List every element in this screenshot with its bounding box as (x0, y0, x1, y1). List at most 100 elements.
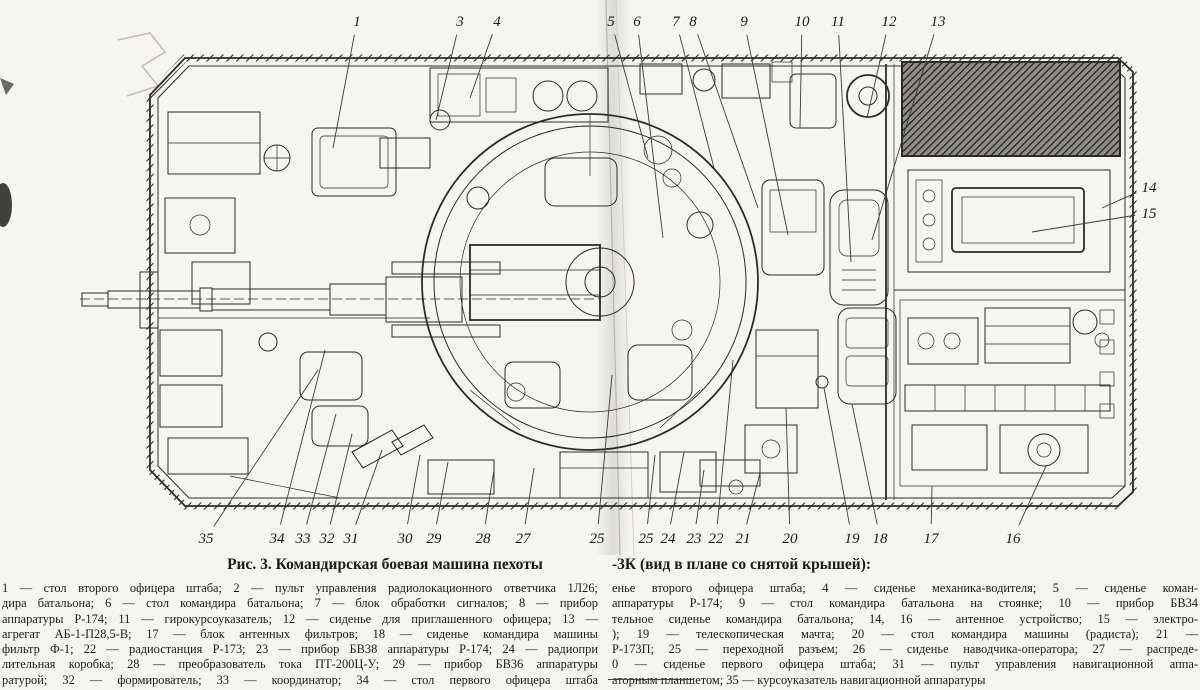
leader-line (469, 34, 493, 99)
callout-number-6: 6 (633, 14, 641, 30)
leader-line (524, 467, 535, 525)
top-wall-equipment (429, 61, 837, 165)
callout-number-35: 35 (198, 531, 215, 547)
legend-line: лительная коробка; 28 — преобразователь … (2, 657, 598, 672)
callout-number-22: 22 (709, 531, 725, 547)
gun-breech (385, 276, 463, 323)
callout-number-34: 34 (269, 531, 286, 547)
leader-line (866, 34, 887, 119)
leader-line (647, 454, 656, 525)
battalion-commander-table (761, 179, 825, 276)
legend-line: аппаратуры Р-174; 9 — стол командира бат… (612, 596, 1198, 611)
callout-number-17: 17 (924, 531, 941, 547)
leader-line (695, 469, 705, 525)
gun-mount (469, 244, 601, 321)
legend-line: аторным планшетом; 35 — курсоуказатель н… (612, 672, 986, 687)
leader-line (597, 374, 613, 525)
callout-number-1: 1 (353, 14, 361, 30)
callout-number-10: 10 (795, 14, 811, 30)
leader-line (670, 451, 685, 525)
callout-number-28: 28 (476, 531, 492, 547)
turret-ring (421, 113, 759, 451)
gun-muzzle (81, 292, 109, 307)
leader-line (435, 34, 458, 121)
figure-caption: Рис. 3. Командирская боевая машина пехот… (0, 556, 1200, 576)
footnote-rule (608, 679, 694, 680)
leader-line (280, 349, 326, 525)
callout-number-19: 19 (845, 531, 861, 547)
callout-number-15: 15 (1142, 206, 1158, 222)
callout-number-31: 31 (343, 531, 359, 547)
telescopic-mast (815, 375, 829, 389)
callout-number-8: 8 (689, 14, 697, 30)
leader-line (871, 34, 935, 241)
legend-line: тельное сиденье командира батальона; 14,… (612, 611, 1198, 626)
antenna-base (846, 74, 890, 118)
leader-line (716, 359, 734, 525)
gun-assembly (80, 261, 600, 338)
legend-line: фильтр Ф-1; 22 — радиостанция Р-173; 23 … (2, 642, 598, 657)
radiator-grille (901, 61, 1121, 157)
leader-line (329, 433, 353, 525)
generator-unit (829, 189, 889, 306)
figure-caption-right: -3К (вид в плане со снятой крышей): (612, 556, 872, 573)
legend-left-column: 1 — стол второго офицера штаба; 2 — пуль… (2, 581, 598, 688)
callout-number-16: 16 (1006, 531, 1022, 547)
callout-number-24: 24 (661, 531, 677, 547)
callout-number-23: 23 (687, 531, 702, 547)
vehicle-plan-diagram: 1345678910111213141535343332313029282725… (0, 0, 1158, 555)
callout-number-14: 14 (1142, 180, 1158, 196)
leader-line (407, 454, 421, 525)
leader-line (355, 449, 383, 525)
device-bv34 (789, 73, 837, 129)
leader-line (436, 461, 449, 525)
legend-line: Р-173П; 25 — переходной разъем; 26 — сид… (612, 642, 1198, 657)
legend-right-column: енье второго офицера штаба; 4 — сиденье … (612, 581, 1198, 688)
legend-line: аппаратуры Р-174; 11 — гирокурсоуказател… (2, 611, 598, 626)
leader-line (1018, 465, 1047, 526)
bottom-wall-equipment (559, 451, 761, 499)
leader-line (1031, 214, 1136, 233)
callout-number-20: 20 (783, 531, 799, 547)
leader-line (1101, 192, 1137, 209)
callout-number-21: 21 (736, 531, 751, 547)
command-compartment-equipment (744, 74, 897, 474)
leader-line (930, 485, 933, 525)
callout-number-25: 25 (639, 531, 655, 547)
page-artifacts (0, 0, 635, 555)
leader-line (614, 34, 649, 159)
radist-table (755, 329, 819, 409)
ink-blot (0, 183, 12, 227)
legend-line: дира батальона; 6 — стол командира батал… (2, 596, 598, 611)
legend-line: ); 19 — телескопическая мачта; 20 — стол… (612, 626, 1198, 641)
leader-line (306, 413, 337, 525)
callout-number-12: 12 (882, 14, 898, 30)
callout-number-9: 9 (740, 14, 748, 30)
leader-line (746, 34, 789, 236)
left-compartment-equipment (158, 109, 495, 499)
antenna-mount (1027, 433, 1061, 467)
leader-line (213, 369, 319, 527)
callout-number-30: 30 (397, 531, 414, 547)
legend-line: агрегат АБ-1-П28,5-В; 17 — блок антенных… (2, 626, 598, 641)
antenna-device-housing (907, 169, 1111, 273)
leader-line (746, 472, 761, 525)
radio-operator-seat (837, 307, 897, 405)
leader-line (851, 403, 878, 525)
callout-number-27: 27 (516, 531, 533, 547)
coordinator-unit (299, 351, 363, 401)
staff-officer-table (311, 127, 397, 197)
leader-line (679, 34, 715, 169)
gunner-operator-seat (627, 344, 693, 401)
callout-number-5: 5 (607, 14, 615, 30)
leader-line (697, 34, 759, 209)
callout-number-11: 11 (831, 14, 845, 30)
figure-caption-left: Рис. 3. Командирская боевая машина пехот… (227, 556, 543, 573)
leader-line (332, 34, 355, 149)
callout-number-4: 4 (493, 14, 501, 30)
callout-number-3: 3 (455, 14, 464, 30)
engine-block (984, 307, 1071, 364)
callout-number-13: 13 (931, 14, 946, 30)
callout-number-32: 32 (319, 531, 336, 547)
